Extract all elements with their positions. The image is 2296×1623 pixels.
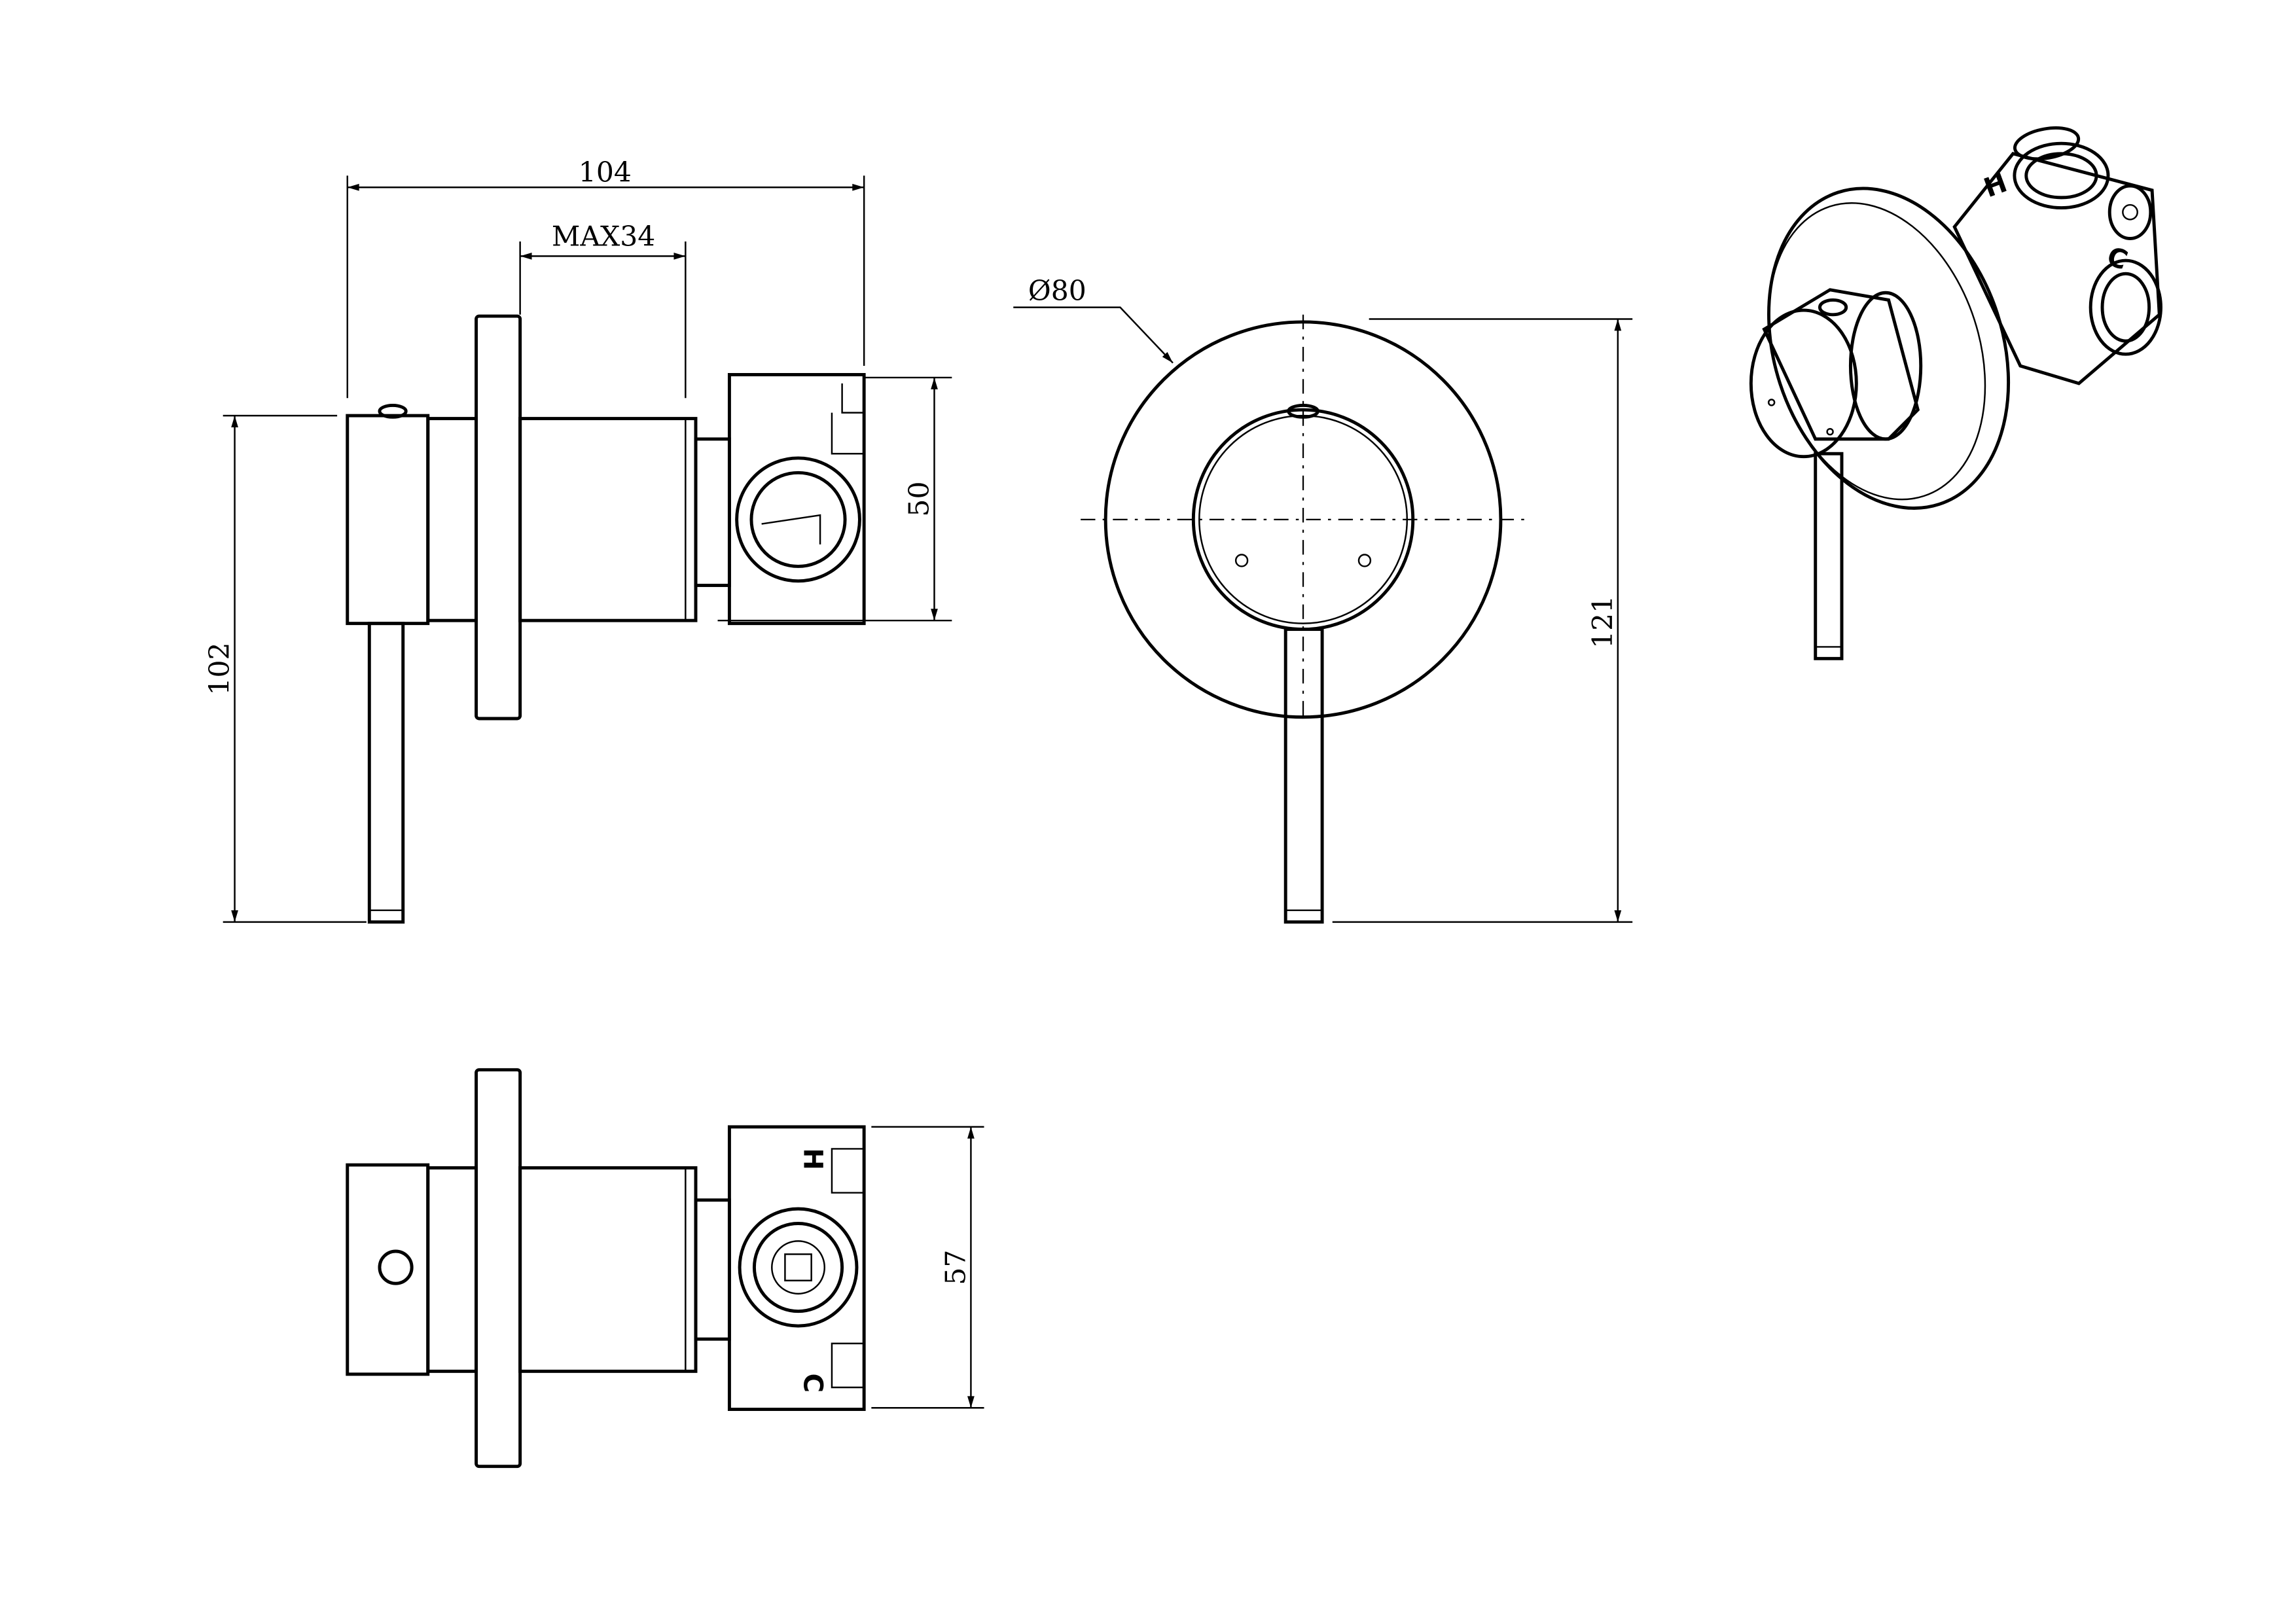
dim-valve-width: 57 — [940, 1250, 972, 1285]
dim-overall-height: 102 — [204, 642, 236, 695]
isometric-view: H C — [1749, 126, 2162, 660]
cold-label: C — [797, 1373, 827, 1393]
dim-valve-height: 50 — [904, 482, 936, 517]
dim-plate-diameter: Ø80 — [1028, 275, 1086, 307]
iso-cold-label: C — [2103, 241, 2131, 276]
bottom-view: H C 57 — [346, 1068, 984, 1469]
front-view: Ø80 121 — [1013, 275, 1633, 924]
dim-overall-depth: 104 — [579, 156, 632, 188]
hot-label: H — [797, 1148, 827, 1170]
dim-total-height: 121 — [1587, 596, 1619, 649]
dim-max-wall: MAX34 — [552, 221, 655, 253]
side-view: 104 MAX34 50 102 — [204, 156, 952, 924]
iso-hot-label: H — [1980, 168, 2011, 204]
